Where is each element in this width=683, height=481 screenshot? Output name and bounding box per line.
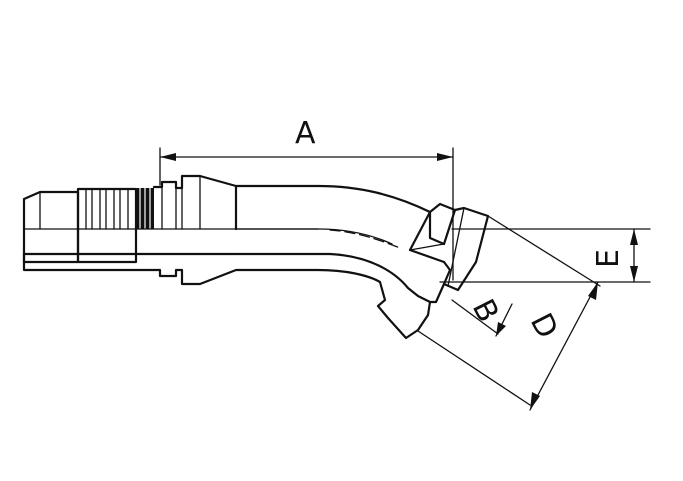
dimension-d [417,215,601,411]
fitting-body [22,174,432,264]
dimension-e [439,228,651,283]
dimension-b [451,299,513,337]
knurled-ring [137,188,154,229]
label-e: E [591,249,626,268]
flange-head [408,202,490,304]
label-d: D [523,308,565,344]
label-a: A [295,116,316,151]
tail-serrations [76,187,138,264]
dimension-a [159,147,454,281]
section-view [22,252,432,340]
